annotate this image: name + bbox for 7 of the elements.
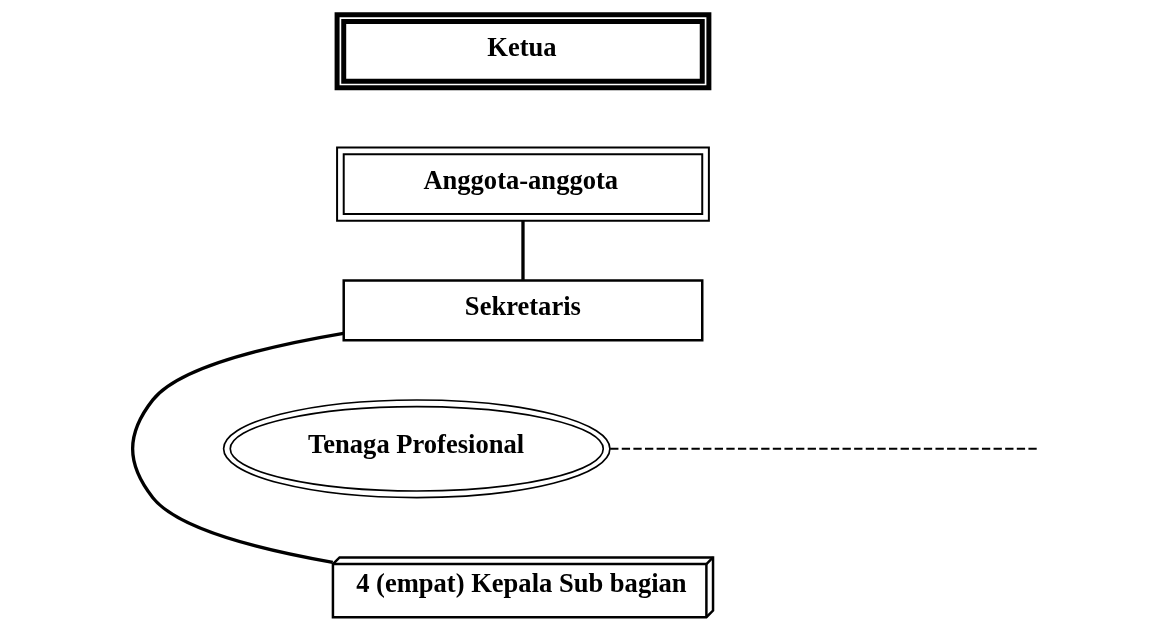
node-ellipse: Tenaga Profesional xyxy=(222,399,611,499)
connector xyxy=(130,331,344,564)
connector xyxy=(608,447,1038,450)
connector xyxy=(520,220,525,280)
node-box: Sekretaris xyxy=(341,279,703,342)
node-box: Ketua xyxy=(334,12,711,91)
node-box: Anggota-anggota xyxy=(335,146,710,222)
